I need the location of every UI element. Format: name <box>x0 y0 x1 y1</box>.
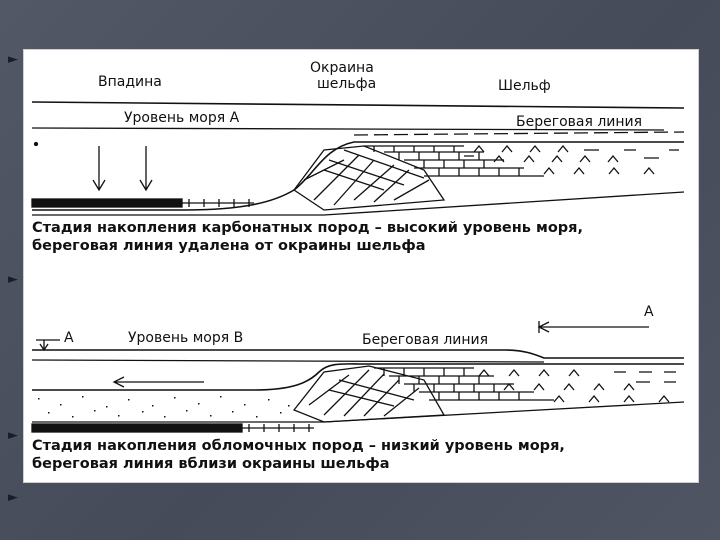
bottom-diagram <box>31 321 685 433</box>
shelf-brick-layers <box>374 367 554 401</box>
marker-label: А <box>64 330 74 346</box>
dot-marker <box>33 141 39 147</box>
evaporite-symbols <box>464 144 679 175</box>
zone-label-shelf-edge: шельфа <box>317 76 376 92</box>
zone-label-basin: Впадина <box>98 74 162 90</box>
top-diagram <box>31 101 685 216</box>
subsidence-arrow-icon <box>92 146 106 192</box>
basement-line <box>32 191 685 216</box>
carbonate-buildup <box>293 145 446 211</box>
progradation-arrow-icon <box>112 376 204 388</box>
clastic-dotted-fill <box>38 396 290 418</box>
shoreline-label: Береговая линия <box>362 332 488 348</box>
basement-line <box>32 401 685 423</box>
water-line <box>31 359 545 363</box>
shoreline-label: Береговая линия <box>516 114 642 130</box>
carbonate-buildup <box>292 365 446 423</box>
water-line <box>31 127 665 131</box>
sea-surface-line-a <box>31 101 685 109</box>
bullet-marker: ► <box>8 272 18 287</box>
diagram-panel: Впадина Окраина шельфа Шельф Уровень мор… <box>24 50 698 482</box>
bullet-marker: ► <box>8 52 18 67</box>
zone-label-shelf-edge: Окраина <box>310 60 374 76</box>
marker-label: А <box>644 304 654 320</box>
zone-label-shelf: Шельф <box>498 78 551 94</box>
basin-brick-strip <box>182 199 254 207</box>
bullet-marker: ► <box>8 428 18 443</box>
bullet-marker: ► <box>8 490 18 505</box>
caption-line: береговая линия удалена от окраины шельф… <box>32 238 426 254</box>
shoreline-shift-arrow-icon <box>537 321 649 333</box>
evaporite-symbols <box>478 368 676 403</box>
shelf-diagram-svg: Впадина Окраина шельфа Шельф Уровень мор… <box>31 60 685 472</box>
sea-level-label: Уровень моря А <box>124 110 240 126</box>
basin-black-layer <box>31 423 243 433</box>
caption-line: Стадия накопления карбонатных пород – вы… <box>32 220 583 236</box>
sea-level-drop-icon <box>36 339 60 352</box>
basin-black-layer <box>31 198 183 208</box>
sea-floor-profile <box>32 363 684 391</box>
caption-line: Стадия накопления обломочных пород – низ… <box>32 438 565 454</box>
sea-level-label: Уровень моря В <box>128 330 243 346</box>
sea-surface-line-b <box>32 349 684 359</box>
shelf-brick-layers <box>364 145 544 177</box>
water-line-dashed <box>353 131 685 136</box>
caption-line: береговая линия вблизи окраины шельфа <box>32 456 390 472</box>
subsidence-arrow-icon <box>139 146 153 192</box>
basin-brick-strip <box>242 424 314 432</box>
